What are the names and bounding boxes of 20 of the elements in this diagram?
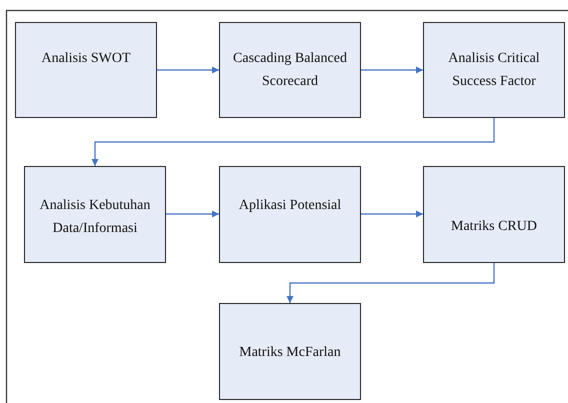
process-box [24, 166, 166, 263]
box-label: Analisis Critical Success Factor [447, 50, 541, 91]
arrow [286, 263, 495, 303]
process-box [219, 166, 361, 263]
box-label: Cascading Balanced Scorecard [232, 50, 348, 91]
box-label: Matriks CRUD [451, 218, 537, 236]
arrow [361, 210, 423, 218]
arrow [92, 118, 495, 166]
process-box [219, 22, 361, 118]
process-box [15, 22, 157, 118]
process-box [423, 166, 565, 263]
process-box [219, 303, 361, 400]
box-label: Analisis SWOT [41, 50, 131, 68]
arrow [166, 210, 219, 218]
arrow [157, 66, 219, 74]
arrow [361, 66, 423, 74]
box-label: Matriks McFarlan [239, 344, 341, 362]
box-label: Aplikasi Potensial [238, 197, 342, 215]
box-label: Analisis Kebutuhan Data/Informasi [38, 197, 152, 238]
process-box [423, 22, 565, 118]
